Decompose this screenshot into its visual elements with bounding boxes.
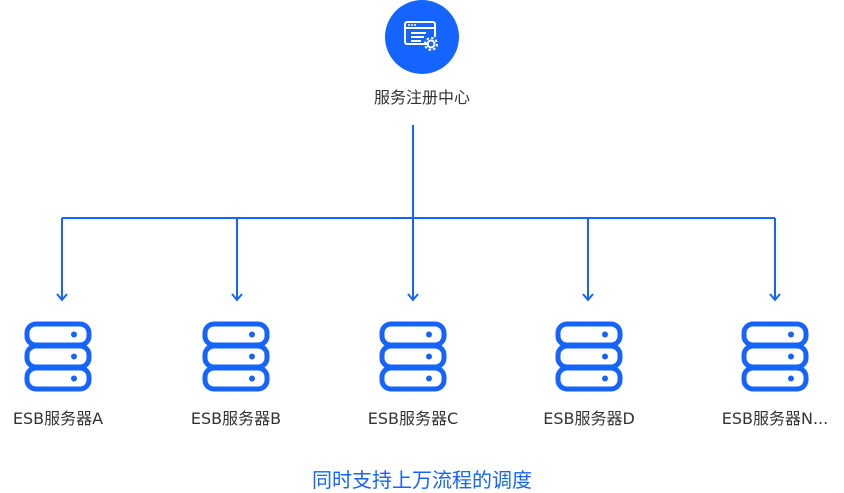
server-label: ESB服务器B <box>190 409 282 428</box>
registry-window-gear-icon <box>404 21 438 51</box>
server-label: ESB服务器D <box>543 409 635 428</box>
server-icon <box>555 321 623 393</box>
server-icon <box>24 321 92 393</box>
server-icon <box>741 321 809 393</box>
server-label: ESB服务器A <box>12 409 104 428</box>
server-label: ESB服务器C <box>367 409 459 428</box>
hub-label: 服务注册中心 <box>373 88 471 107</box>
server-icon <box>202 321 270 393</box>
caption: 同时支持上万流程的调度 <box>312 468 532 492</box>
server-label: ESB服务器N... <box>721 409 829 428</box>
registry-hub-node <box>385 0 459 74</box>
server-icon <box>379 321 447 393</box>
